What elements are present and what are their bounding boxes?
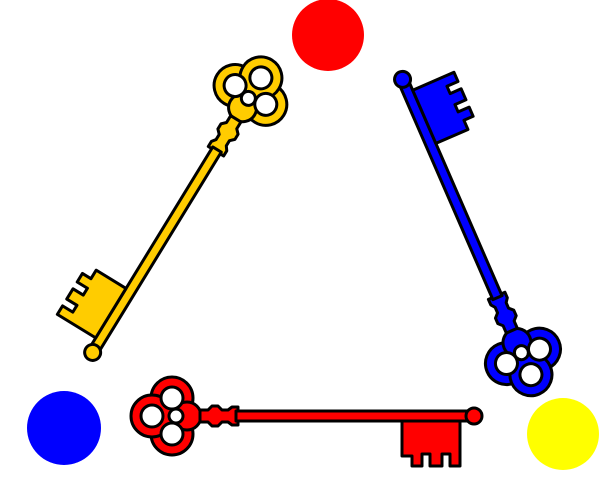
gold-key xyxy=(44,32,307,382)
blue-key xyxy=(362,50,587,411)
red-key xyxy=(129,375,484,468)
yellow-circle xyxy=(527,398,599,470)
red-circle xyxy=(292,0,364,71)
blue-circle xyxy=(27,391,101,465)
